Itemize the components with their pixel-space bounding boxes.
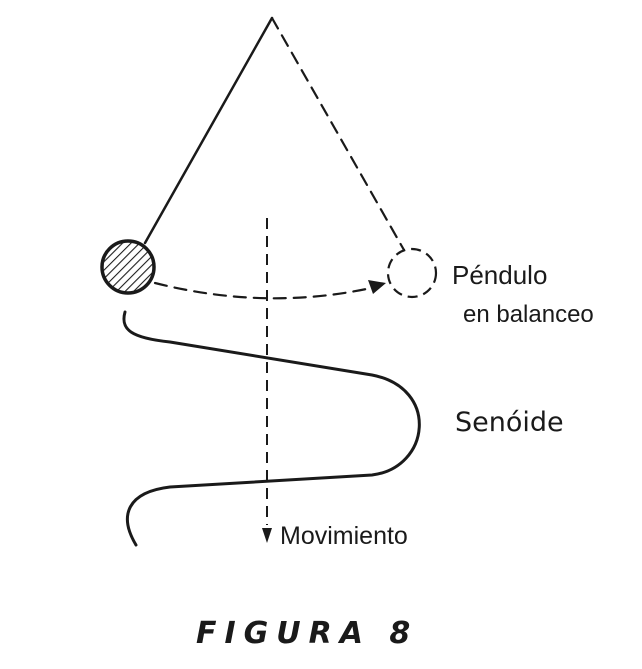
swing-arc-arrowhead: [368, 280, 386, 294]
label-sinusoid: Senóide: [455, 407, 564, 438]
swing-arc-dashed: [153, 281, 382, 300]
label-pendulum-line2: en balanceo: [463, 301, 594, 328]
pendulum-string-solid: [143, 16, 274, 245]
sinusoid-curve: [122, 310, 421, 547]
movement-arrowhead: [262, 528, 272, 543]
pendulum-string-dashed: [270, 16, 406, 252]
label-pendulum-line1: Péndulo: [452, 260, 547, 290]
pendulum-bob-ghost: [386, 247, 438, 299]
figure-caption: FIGURA 8: [196, 616, 418, 651]
label-movement: Movimiento: [280, 522, 408, 550]
pendulum-bob: [100, 239, 156, 295]
